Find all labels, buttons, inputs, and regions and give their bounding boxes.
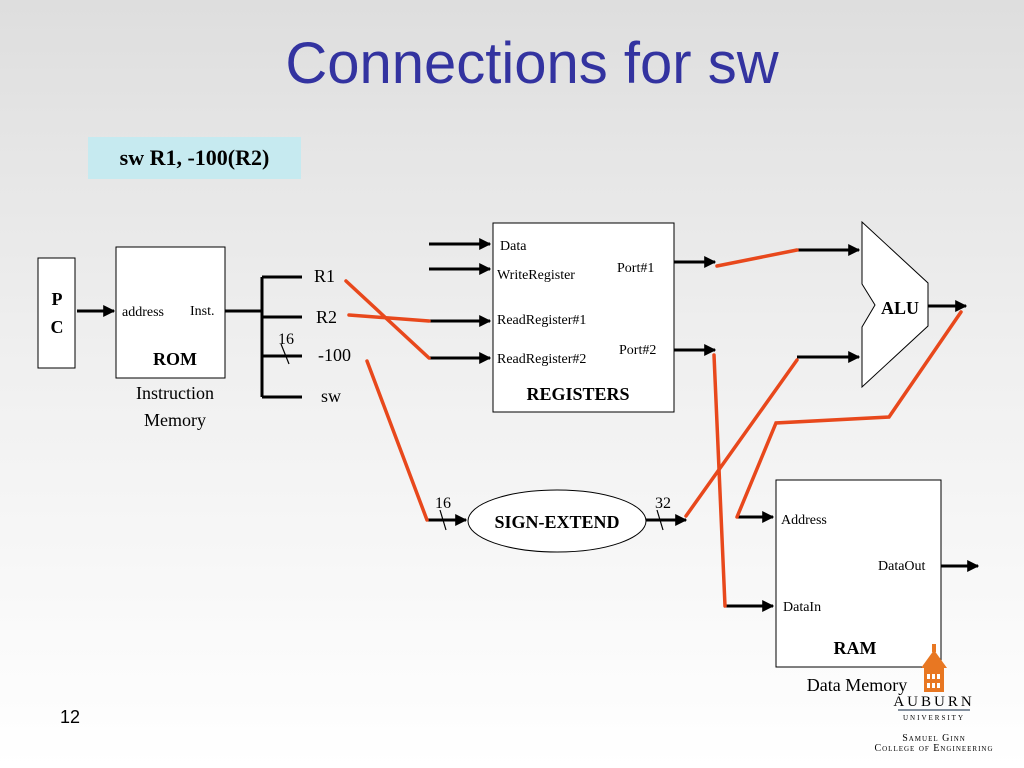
rom-title: ROM [153,349,197,369]
field-r2: R2 [316,307,337,327]
ram-caption: Data Memory [807,675,907,695]
alu-block: ALU [861,220,929,389]
wire-alu-to-ram-address [735,310,963,519]
reg-read-register-1-label: ReadRegister#1 [497,313,586,328]
field-imm: -100 [318,345,351,365]
reg-port1-label: Port#1 [617,261,654,276]
instruction-box: sw R1, -100(R2) [88,137,301,179]
registers-block: Data WriteRegister ReadRegister#1 ReadRe… [492,222,675,413]
reg-port2-label: Port#2 [619,343,656,358]
alu-label: ALU [881,298,919,318]
registers-title: REGISTERS [526,384,629,404]
wire-sign-extend-to-alu [684,358,799,518]
pc-label-p: P [52,289,63,309]
rom-block: address Inst. ROM [115,246,226,379]
ram-datain-label: DataIn [783,600,821,615]
rom-caption-line1: Instruction [136,383,214,403]
sign-extend-out-width: 32 [655,495,671,512]
logo-line1: Samuel Ginn [902,733,966,744]
page-number: 12 [60,707,81,727]
rom-caption-line2: Memory [144,410,206,430]
imm-width-slash [280,343,290,365]
instruction-text: sw R1, -100(R2) [119,145,270,170]
sign-extend-out-slash [656,509,664,531]
reg-data-label: Data [500,239,527,254]
imm-width-label: 16 [278,331,294,348]
auburn-logo: AUBURN UNIVERSITY Samuel Ginn College of… [874,644,993,754]
logo-name: AUBURN [893,694,974,710]
reg-read-register-2-label: ReadRegister#2 [497,352,586,367]
instruction-bus [225,275,302,399]
sign-extend-label: SIGN-EXTEND [494,512,619,532]
pc-label-c: C [51,317,64,337]
reg-write-register-label: WriteRegister [497,268,575,283]
field-r1: R1 [314,266,335,286]
auburn-tower-icon [921,644,947,692]
pc-register: P C [37,257,76,369]
wire-port1-to-alu [715,248,799,268]
logo-sub: UNIVERSITY [903,714,965,722]
rom-address-label: address [122,305,164,320]
wire-port2-to-datain [712,353,727,608]
ram-dataout-label: DataOut [878,559,926,574]
wire-r2-to-read-register-1 [347,313,431,323]
ram-block: Address DataOut DataIn RAM [775,479,942,668]
ram-title: RAM [834,638,877,658]
logo-line2: College of Engineering [874,743,993,754]
sign-extend-in-width: 16 [435,495,451,512]
slide-title: Connections for sw [285,31,779,96]
sign-extend-in-slash [439,509,447,531]
wire-imm-to-sign-extend [365,359,429,522]
rom-inst-label: Inst. [190,304,215,319]
field-op: sw [321,386,341,406]
ram-address-label: Address [781,513,827,528]
sign-extend-block: SIGN-EXTEND [467,489,647,553]
